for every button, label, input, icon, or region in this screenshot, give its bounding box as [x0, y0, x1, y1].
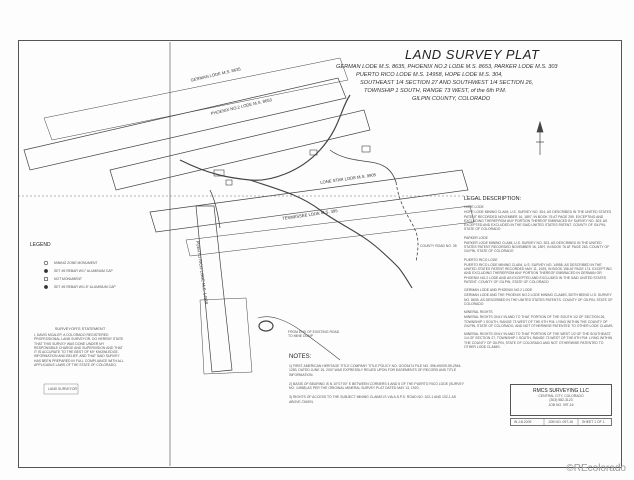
note-item: 1) FIRST AMERICAN HERITAGE TITLE COMPANY… [289, 364, 462, 377]
company-line: CENTRAL CITY, COLORADO [538, 394, 584, 398]
structure-2 [225, 179, 233, 186]
legal-section-heading: GERMAN LODE AND PHOENIX NO.2 LODE [464, 288, 533, 292]
puerto-rico-southern-section [199, 297, 253, 375]
legal-section-heading: HOPE LODE [464, 205, 484, 209]
legend-symbol-not-monument [44, 277, 48, 281]
title-block-strip [510, 418, 612, 426]
recolorado-watermark: ©REcolorado [566, 463, 626, 474]
legend-symbol-monument [43, 260, 49, 266]
legal-description: LEGAL DESCRIPTION: HOPE LODE HOPE LODE M… [464, 196, 614, 349]
surveyors-statement-text: I, DAVID MCALEP, A COLORADO REGISTERED P… [34, 333, 124, 367]
title-block-cell: SHEET 1 OF 1 [582, 420, 605, 424]
note-item: 2) BASIS OF BEARING IS N 10°07'00" E BET… [289, 381, 464, 390]
legend-item: SET #5 REBAR W/1.5" ALUMINUM CAP [54, 285, 116, 289]
tennessee-lode-claim [185, 205, 475, 257]
legend: LEGEND [28, 242, 51, 248]
legal-section-text: HOPE LODE MINING CLAIM, U.S. SURVEY NO. … [464, 210, 612, 232]
sheet-border [18, 40, 622, 468]
lone-star-lode-claim [149, 169, 469, 233]
company-line: JOB NO. 09T-16 [548, 402, 574, 407]
legal-section-text: MINERAL RIGHTS ONLY IN AND TO THAT PORTI… [464, 332, 613, 349]
surveyors-statement: SURVEYOR'S STATEMENT I, DAVID MCALEP, A … [34, 326, 126, 367]
legend-symbol-rebar-15 [44, 285, 48, 289]
note-item: 3) RIGHTS OF ACCESS TO THE SUBJECT MININ… [289, 395, 457, 404]
access-note: FROM END OF EXISTING ROAD TO MINE DUMP [288, 330, 340, 339]
legal-section-text: PUERTO RICO LODE MINING CLAIM, U.S. SURV… [464, 262, 612, 284]
company-name: RMCS SURVEYING LLC [532, 388, 590, 394]
road-spur [209, 189, 221, 229]
legend-item: SET #5 REBAR W/1" ALUMINUM CAP [54, 269, 113, 273]
structure-3 [309, 149, 318, 156]
legend-heading: LEGEND [30, 242, 51, 248]
legend-symbol-rebar-1 [44, 269, 48, 273]
notes-heading: NOTES: [289, 354, 312, 360]
road-note: COUNTY ROAD NO. 35 [420, 244, 457, 248]
puerto-rico-lode-claim [195, 205, 233, 373]
title-block-cell: JOB NO. 09T-16 [548, 420, 574, 424]
plat-title: LAND SURVEY PLAT [405, 47, 540, 62]
lone-star-claim-boundary [109, 109, 371, 191]
german-lode-claim [23, 77, 347, 171]
legend-item: MINING ZONE MONUMENT [54, 261, 98, 265]
access-road-dashed [395, 181, 419, 263]
legal-section-text: PARKER LODE MINING CLAIM, U.S. SURVEY NO… [464, 240, 610, 254]
legal-section-text: GERMAN LODE AND THE PHOENIX NO.2 LODE MI… [464, 293, 613, 306]
phoenix-lode-claim [43, 57, 349, 141]
subtitle-line-5: GILPIN COUNTY, COLORADO [412, 96, 491, 102]
legend-item: NOT MONUMENT [54, 277, 83, 281]
legal-section-heading: PUERTO RICO LODE [464, 257, 498, 262]
structure-4 [361, 145, 371, 153]
signature-box [43, 383, 79, 395]
subtitle-line-1: GERMAN LODE M.S. 8635, PHOENIX NO.2 LODE… [336, 64, 558, 70]
company-line: (303) 582-3123 [549, 398, 573, 403]
company-block: RMCS SURVEYING LLC CENTRAL CITY, COLORAD… [510, 384, 612, 416]
legal-description-heading: LEGAL DESCRIPTION: [464, 196, 522, 202]
road-path-north [179, 94, 351, 181]
surveyor-signature: LAND SURVEYOR [48, 387, 77, 391]
mine-dump-shape [258, 320, 274, 332]
structure-1 [213, 169, 225, 177]
surveyors-statement-heading: SURVEYOR'S STATEMENT [54, 326, 106, 331]
subtitle-line-2: PUERTO RICO LODE M.S. 14958, HOPE LODE M… [356, 72, 503, 78]
subtitle-line-4: TOWNSHIP 1 SOUTH, RANGE 73 WEST, of the … [364, 88, 507, 94]
title-block-cell: W.J.B.2009 [514, 420, 532, 424]
north-arrow-icon [536, 120, 544, 155]
subtitle-line-3: SOUTHEAST 1/4 SECTION 27 AND SOUTHWEST 1… [360, 80, 534, 86]
notes-list: 1) FIRST AMERICAN HERITAGE TITLE COMPANY… [289, 364, 469, 404]
creek-path [329, 149, 397, 183]
road-path-east [249, 179, 413, 289]
southern-track [257, 316, 341, 361]
legal-section-text: MINERAL RIGHTS ONLY IN AND TO THAT PORTI… [464, 315, 614, 328]
legal-section-heading: MINERAL RIGHTS [464, 310, 493, 314]
legal-section-heading: PARKER LODE [464, 235, 488, 240]
